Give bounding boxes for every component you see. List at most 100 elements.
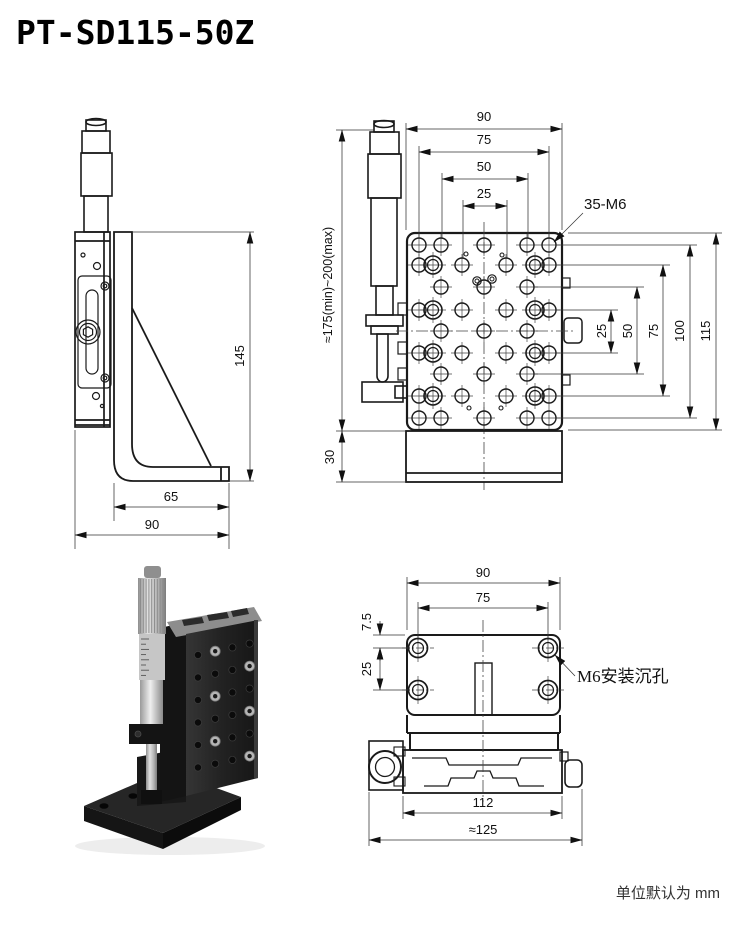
m6-tapped-hole — [476, 366, 492, 382]
dim-front-50: 50 — [477, 159, 491, 174]
side-view: 145 65 90 — [74, 117, 254, 549]
counterbore-callout-label: M6安装沉孔 — [577, 667, 669, 686]
dim-base-112: 112 — [473, 795, 494, 810]
dim-base-75: 75 — [476, 590, 490, 605]
product-photo — [75, 566, 265, 855]
photo-top-slot — [182, 617, 204, 626]
counterbore-hole — [525, 300, 545, 320]
pin-counterbore — [487, 274, 497, 284]
front-plate — [396, 222, 583, 490]
dim-front-h115: 115 — [698, 321, 713, 342]
photo-micrometer — [129, 566, 174, 804]
photo-base-hole — [99, 803, 109, 809]
m6-tapped-hole — [519, 410, 535, 426]
dim-base-125: ≈125 — [469, 822, 498, 837]
dim-base-7-5: 7.5 — [359, 613, 374, 631]
photo-hole — [194, 696, 202, 704]
page-title: PT-SD115-50Z — [16, 13, 254, 52]
photo-shadow — [75, 837, 265, 855]
bottom-plate — [406, 634, 561, 751]
photo-hole — [194, 651, 202, 659]
m6-tapped-hole — [433, 366, 449, 382]
m6-tapped-hole — [498, 302, 514, 318]
counterbore-hole — [423, 255, 443, 275]
dim-front-base-height: 30 — [322, 450, 337, 464]
photo-hole — [194, 763, 202, 772]
front-plate-holes — [408, 234, 560, 429]
m6-tapped-hole — [476, 279, 492, 295]
photo-carriage — [160, 622, 186, 802]
photo-hole — [228, 755, 237, 764]
side-body-details — [75, 252, 112, 409]
photo-hole — [194, 673, 202, 682]
bottom-knob-left — [368, 740, 406, 791]
dim-front-75: 75 — [477, 132, 491, 147]
m6-tapped-hole — [433, 410, 449, 426]
dim-front-overall-height: ≈175(min)~200(max) — [321, 227, 335, 343]
thread-callout-label: 35-M6 — [584, 196, 627, 213]
dim-front-25: 25 — [477, 186, 491, 201]
bottom-knob-right — [564, 759, 583, 788]
front-micrometer — [361, 119, 408, 403]
m6-tapped-hole — [454, 302, 470, 318]
dim-front-h100: 100 — [672, 320, 687, 342]
pin-hole — [463, 251, 469, 257]
dim-base-90: 90 — [476, 565, 490, 580]
bottom-dimensions: 90 75 7.5 25 112 ≈125 — [359, 565, 583, 846]
photo-hole — [228, 733, 237, 742]
pin-hole — [499, 252, 505, 258]
front-view: 90 75 50 25 35-M6 25 5 — [321, 109, 722, 490]
dim-side-height: 145 — [232, 345, 247, 367]
counterbore-callout: M6安装沉孔 — [554, 654, 669, 686]
dim-front-90: 90 — [477, 109, 491, 124]
front-right-dimensions: 25 50 75 100 115 — [534, 232, 722, 431]
counterbore-hole — [423, 386, 443, 406]
bottom-view: 90 75 7.5 25 112 ≈125 M6安装沉孔 — [359, 565, 669, 846]
m6-tapped-hole — [476, 237, 492, 253]
photo-top-slot — [207, 612, 229, 621]
photo-hole — [211, 759, 220, 768]
photo-hole — [228, 688, 237, 697]
counterbore-hole — [525, 343, 545, 363]
photo-base-side — [163, 797, 241, 849]
photo-top-slot — [231, 608, 249, 617]
m6-tapped-hole — [476, 410, 492, 426]
m6-tapped-hole — [454, 345, 470, 361]
dim-front-h50: 50 — [620, 324, 635, 338]
m6-mount-counterbore — [537, 679, 559, 701]
m6-tapped-hole — [454, 257, 470, 273]
photo-base-front — [84, 806, 163, 849]
side-l-bracket — [113, 231, 230, 482]
bottom-saddle — [402, 749, 569, 794]
photo-base-hole — [128, 793, 138, 799]
photo-hole — [245, 684, 254, 693]
side-body — [74, 231, 111, 428]
thread-callout: 35-M6 — [553, 196, 627, 243]
photo-hole — [228, 665, 237, 674]
photo-hole — [211, 669, 220, 678]
photo-plate-holes — [194, 639, 256, 772]
pin-hole — [466, 405, 472, 411]
m6-tapped-hole — [498, 388, 514, 404]
front-base — [405, 430, 563, 483]
m6-tapped-hole — [411, 410, 427, 426]
counterbore-hole — [423, 343, 443, 363]
dim-front-h25: 25 — [594, 324, 609, 338]
photo-hole — [228, 710, 237, 719]
photo-hole — [194, 741, 202, 749]
photo-hole — [245, 639, 254, 648]
photo-hole — [194, 718, 202, 727]
photo-hole — [228, 643, 237, 652]
m6-tapped-hole — [519, 323, 535, 339]
front-left-dimensions: ≈175(min)~200(max) 30 — [321, 129, 406, 483]
pin-hole — [498, 405, 504, 411]
units-note: 单位默认为 mm — [616, 885, 720, 902]
m6-tapped-hole — [498, 257, 514, 273]
photo-hole — [211, 714, 220, 723]
counterbore-hole — [525, 255, 545, 275]
m6-tapped-hole — [476, 323, 492, 339]
counterbore-hole — [423, 300, 443, 320]
dim-base-25: 25 — [359, 662, 374, 676]
